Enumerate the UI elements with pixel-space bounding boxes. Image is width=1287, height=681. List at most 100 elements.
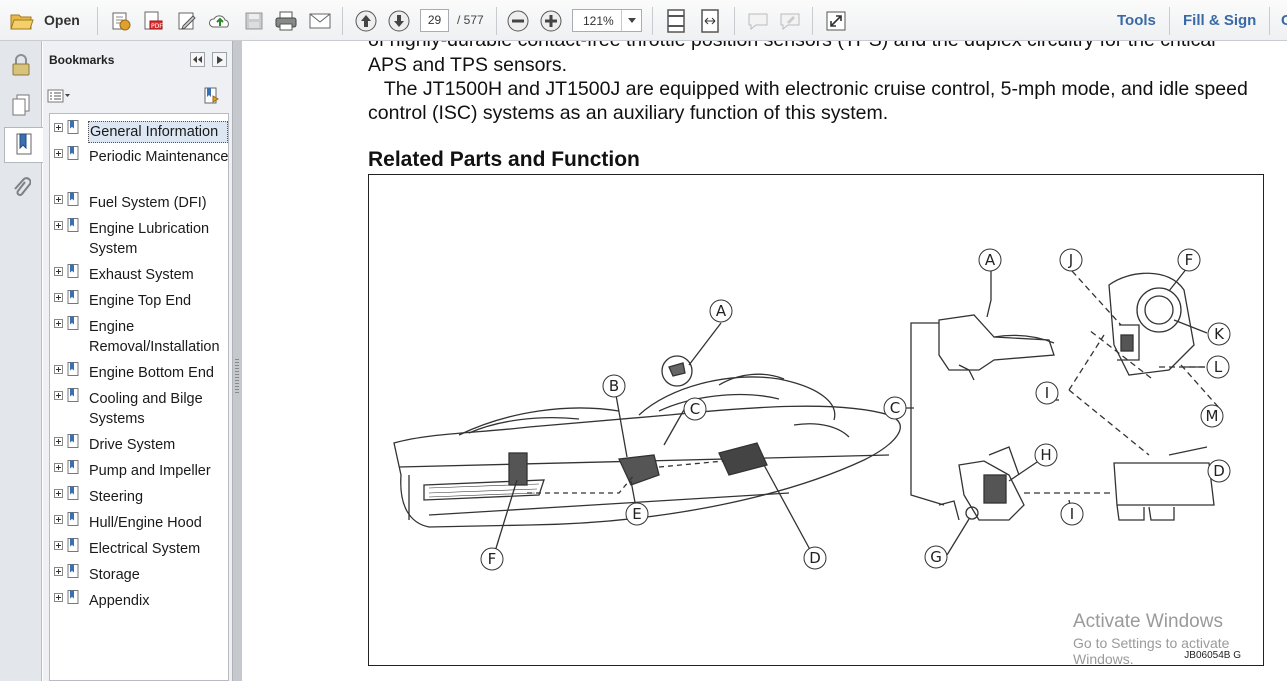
bookmark-icon: [67, 290, 79, 304]
expand-toggle-icon[interactable]: [54, 489, 63, 498]
attachments-icon[interactable]: [4, 169, 38, 205]
expand-toggle-icon[interactable]: [54, 593, 63, 602]
export-pdf-icon[interactable]: PDF: [140, 8, 166, 34]
svg-text:A: A: [716, 302, 727, 320]
bookmark-icon: [67, 486, 79, 500]
expand-toggle-icon[interactable]: [54, 319, 63, 328]
print-icon[interactable]: [272, 8, 300, 34]
bookmark-icon: [67, 564, 79, 578]
previous-page-icon[interactable]: [352, 8, 380, 34]
new-bookmark-icon[interactable]: [203, 87, 223, 105]
svg-text:G: G: [930, 548, 942, 566]
bookmark-label: Engine Lubrication System: [89, 221, 210, 257]
fit-width-icon[interactable]: [696, 8, 724, 34]
splitter-grip[interactable]: [235, 359, 239, 395]
callout-h: H: [1034, 443, 1058, 467]
bookmark-item[interactable]: Engine Bottom End: [50, 362, 228, 382]
expand-toggle-icon[interactable]: [54, 567, 63, 576]
bookmark-item[interactable]: Cooling and Bilge Systems: [50, 388, 228, 430]
jet-ski-parts-diagram: A B C E D F A C G H I I J F K L M: [393, 248, 1231, 571]
callout-d-right: D: [1207, 459, 1231, 483]
collapse-panel-icon[interactable]: [190, 52, 205, 67]
bookmark-item[interactable]: Exhaust System: [50, 264, 228, 284]
bookmark-item[interactable]: Electrical System: [50, 538, 228, 558]
next-page-icon[interactable]: [385, 8, 413, 34]
lock-icon[interactable]: [4, 47, 38, 83]
bookmark-item[interactable]: Pump and Impeller: [50, 460, 228, 480]
bookmarks-panel-icon[interactable]: [4, 127, 43, 163]
open-button[interactable]: Open: [44, 12, 80, 28]
zoom-in-icon[interactable]: [537, 8, 565, 34]
navigation-rail: [0, 41, 43, 681]
expand-toggle-icon[interactable]: [54, 293, 63, 302]
svg-text:C: C: [690, 400, 700, 418]
bookmark-icon: [67, 192, 79, 206]
panel-arrow-right-icon[interactable]: [212, 52, 227, 67]
paragraph-1-line-1: of highly-durable contact-free throttle …: [368, 41, 1216, 52]
comment-tab[interactable]: C: [1281, 12, 1287, 29]
fill-sign-tab[interactable]: Fill & Sign: [1183, 12, 1257, 29]
bookmark-item[interactable]: Storage: [50, 564, 228, 584]
callout-g: G: [924, 545, 948, 569]
toolbar: Open PDF 29 / 577: [0, 0, 1287, 41]
expand-toggle-icon[interactable]: [54, 123, 63, 132]
callout-m: M: [1200, 404, 1224, 428]
expand-toggle-icon[interactable]: [54, 463, 63, 472]
page-thumbnails-icon[interactable]: [4, 87, 38, 123]
expand-icon[interactable]: [822, 8, 850, 34]
expand-toggle-icon[interactable]: [54, 391, 63, 400]
bookmark-item[interactable]: Periodic Maintenance: [50, 146, 228, 188]
svg-text:J: J: [1068, 251, 1073, 269]
document-view[interactable]: of highly-durable contact-free throttle …: [242, 41, 1287, 681]
open-folder-icon[interactable]: [8, 8, 36, 34]
expand-toggle-icon[interactable]: [54, 267, 63, 276]
save-icon[interactable]: [241, 8, 267, 34]
bookmark-icon: [67, 388, 79, 402]
bookmark-item[interactable]: Steering: [50, 486, 228, 506]
bookmark-item[interactable]: Engine Lubrication System: [50, 218, 228, 260]
bookmark-label: Appendix: [89, 593, 150, 609]
bookmark-label: Engine Top End: [89, 293, 192, 309]
expand-toggle-icon[interactable]: [54, 195, 63, 204]
expand-toggle-icon[interactable]: [54, 149, 63, 158]
expand-toggle-icon[interactable]: [54, 365, 63, 374]
expand-toggle-icon[interactable]: [54, 541, 63, 550]
expand-toggle-icon[interactable]: [54, 221, 63, 230]
bookmark-item[interactable]: Appendix: [50, 590, 228, 610]
bookmark-label: Exhaust System: [89, 267, 194, 283]
chevron-down-icon[interactable]: [621, 10, 641, 31]
callout-a-right: A: [978, 248, 1002, 272]
highlight-icon[interactable]: [776, 8, 804, 34]
callout-l: L: [1206, 355, 1230, 379]
activation-watermark: Activate Windows Go to Settings to activ…: [1073, 611, 1287, 667]
edit-pdf-icon[interactable]: [174, 8, 200, 34]
expand-toggle-icon[interactable]: [54, 515, 63, 524]
zoom-select[interactable]: 121%: [572, 9, 642, 32]
bookmark-item[interactable]: Fuel System (DFI): [50, 192, 228, 212]
create-pdf-icon[interactable]: [108, 8, 134, 34]
email-icon[interactable]: [306, 8, 334, 34]
bookmark-item[interactable]: General Information: [50, 120, 228, 143]
bookmark-item[interactable]: Engine Removal/Installation: [50, 316, 228, 358]
fit-page-icon[interactable]: [662, 8, 690, 34]
upload-cloud-icon[interactable]: [206, 8, 234, 34]
bookmark-label: Pump and Impeller: [89, 463, 211, 479]
panel-splitter[interactable]: [232, 41, 242, 681]
bookmark-icon: [67, 590, 79, 604]
bookmark-label: Engine Bottom End: [89, 365, 214, 381]
bookmark-item[interactable]: Hull/Engine Hood: [50, 512, 228, 532]
bookmark-item[interactable]: Drive System: [50, 434, 228, 454]
callout-e: E: [625, 502, 649, 526]
comment-icon[interactable]: [744, 8, 772, 34]
parts-figure: A B C E D F A C G H I I J F K L M: [368, 174, 1264, 666]
bookmark-item[interactable]: Engine Top End: [50, 290, 228, 310]
options-menu-icon[interactable]: [47, 88, 73, 104]
tools-tab[interactable]: Tools: [1117, 12, 1156, 29]
expand-toggle-icon[interactable]: [54, 437, 63, 446]
svg-text:B: B: [609, 377, 619, 395]
page-number-input[interactable]: 29: [420, 9, 449, 32]
bookmark-icon: [67, 512, 79, 526]
zoom-out-icon[interactable]: [504, 8, 532, 34]
callout-c-hull: C: [683, 397, 707, 421]
